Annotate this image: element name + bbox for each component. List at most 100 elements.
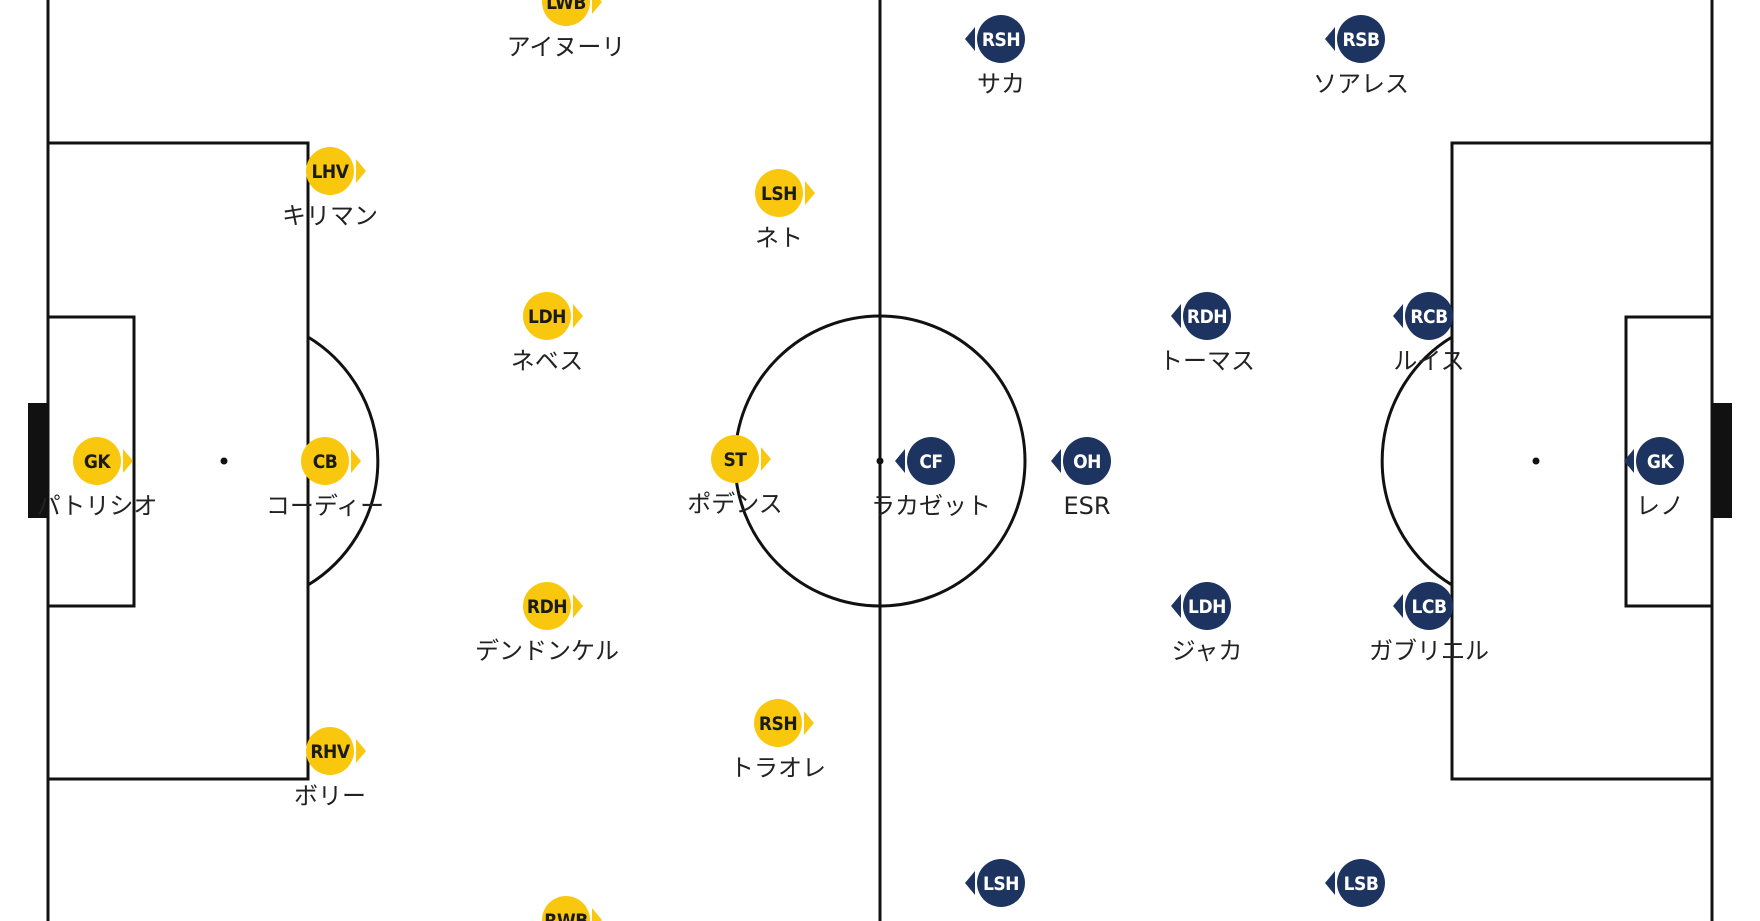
player-name: ガブリエル [1369,637,1489,665]
player-badge [523,582,571,630]
position-label: GK [84,451,112,473]
direction-arrow-icon [351,449,361,473]
position-label: RDH [527,596,567,618]
direction-arrow-icon [895,449,905,473]
player-name: トーマス [1159,347,1255,375]
position-label: LCB [1412,596,1447,618]
player-home-rsh[interactable]: RSH トラオレ [730,699,826,782]
direction-arrow-icon [573,594,583,618]
player-name: ラカゼット [871,492,991,520]
direction-arrow-icon [1624,449,1634,473]
player-badge [907,437,955,485]
direction-arrow-icon [592,908,602,921]
player-away-cf[interactable]: CF ラカゼット [871,437,991,520]
position-label: LSB [1344,873,1379,895]
direction-arrow-icon [356,739,366,763]
player-badge [711,435,759,483]
direction-arrow-icon [1393,594,1403,618]
direction-arrow-icon [1171,304,1181,328]
position-label: RDH [1187,306,1227,328]
player-badge [542,0,590,26]
direction-arrow-icon [592,0,602,14]
direction-arrow-icon [123,449,133,473]
player-name: ネベス [511,347,583,375]
position-label: ST [724,449,748,471]
player-name: アイヌーリ [507,33,626,61]
direction-arrow-icon [1171,594,1181,618]
player-home-lhv[interactable]: LHV キリマン [282,147,378,230]
player-name: コーディー [266,492,384,520]
player-name: キリマン [282,202,378,230]
position-label: RSB [1342,29,1379,51]
direction-arrow-icon [1325,27,1335,51]
position-label: RHV [310,741,350,763]
player-name: ジャカ [1172,637,1243,665]
direction-arrow-icon [356,159,366,183]
direction-arrow-icon [1325,871,1335,895]
player-name: ESR [1063,492,1110,520]
position-label: RWB [544,910,588,921]
player-home-gk[interactable]: GK パトリシオ [37,437,158,520]
position-label: RSH [759,713,797,735]
player-badge [73,437,121,485]
player-away-rsh[interactable]: RSH サカ [965,15,1025,98]
player-badge [1405,582,1453,630]
player-badge [1337,15,1385,63]
position-label: LDH [1188,596,1226,618]
player-away-lcb[interactable]: LCB ガブリエル [1369,582,1489,665]
left-penalty-spot [220,457,228,465]
position-label: LHV [312,161,350,183]
player-away-oh[interactable]: OH ESR [1051,437,1111,520]
player-home-ldh[interactable]: LDH ネベス [511,292,583,375]
player-badge [754,699,802,747]
direction-arrow-icon [761,447,771,471]
player-name: ルイス [1393,347,1464,375]
player-badge [1636,437,1684,485]
position-label: LDH [528,306,566,328]
player-name: サカ [977,70,1025,98]
right-goal [1712,403,1732,518]
direction-arrow-icon [804,711,814,735]
right-penalty-arc [1380,335,1453,587]
player-badge [542,896,590,921]
player-name: パトリシオ [37,492,158,520]
position-label: LWB [546,0,586,14]
player-away-rdh[interactable]: RDH トーマス [1159,292,1255,375]
position-label: CB [313,451,338,473]
left-penalty-arc [307,335,380,587]
player-name: ネト [755,224,803,252]
player-home-rdh[interactable]: RDH デンドンケル [475,582,619,665]
player-home-rwb[interactable]: RWB [542,896,602,921]
direction-arrow-icon [1051,449,1061,473]
player-badge [1183,292,1231,340]
player-away-ldh[interactable]: LDH ジャカ [1171,582,1242,665]
direction-arrow-icon [965,27,975,51]
player-name: デンドンケル [475,637,619,665]
right-penalty-spot [1532,457,1540,465]
position-label: GK [1647,451,1675,473]
player-away-lsh[interactable]: LSH [965,859,1025,907]
player-home-lwb[interactable]: LWB アイヌーリ [507,0,626,61]
position-label: OH [1073,451,1101,473]
position-label: CF [919,451,942,473]
player-home-cb[interactable]: CB コーディー [266,437,384,520]
direction-arrow-icon [573,304,583,328]
player-badge [977,859,1025,907]
players-layer: LWBアイヌーリLHVキリマンLSHネトLDHネベスGKパトリシオCBコーディー… [37,0,1684,921]
player-badge [755,169,803,217]
player-badge [1337,859,1385,907]
player-badge [523,292,571,340]
player-name: トラオレ [730,754,826,782]
left-goal [28,403,48,518]
position-label: RSH [982,29,1020,51]
player-badge [1405,292,1453,340]
player-away-lsb[interactable]: LSB [1325,859,1385,907]
player-badge [306,147,354,195]
